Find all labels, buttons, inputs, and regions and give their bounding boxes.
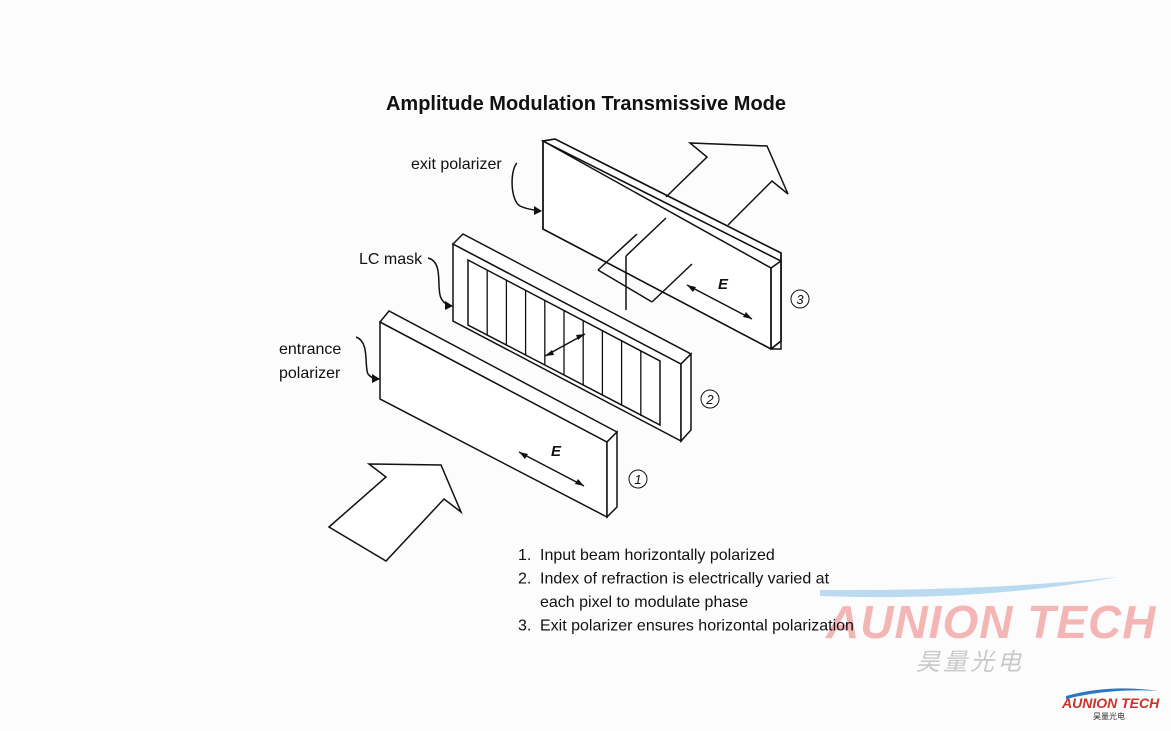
exit-polarizer-panel bbox=[540, 138, 782, 351]
label-entrance-line1: entrance bbox=[279, 341, 341, 358]
exit-beam-arrow bbox=[665, 142, 789, 226]
lc-mask-panel bbox=[451, 233, 693, 443]
e-field-arrow-exit bbox=[686, 284, 753, 320]
watermark: AUNION TECH 昊量光电 bbox=[820, 577, 1156, 676]
leader-lc bbox=[427, 257, 453, 307]
element-number-2: 2 bbox=[700, 389, 720, 409]
leader-exit bbox=[511, 162, 542, 212]
label-entrance-line2: polarizer bbox=[279, 365, 341, 382]
logo-cn: 昊量光电 bbox=[1093, 711, 1125, 721]
label-exit-polarizer: exit polarizer bbox=[411, 156, 502, 173]
element-number-1: 1 bbox=[628, 469, 648, 489]
note-text: each pixel to modulate phase bbox=[540, 594, 748, 611]
watermark-cn: 昊量光电 bbox=[916, 649, 1024, 676]
e-field-arrow-entrance bbox=[518, 451, 585, 487]
logo-swoosh bbox=[1066, 688, 1158, 699]
watermark-swoosh bbox=[820, 577, 1118, 598]
logo-brand: AUNION TECH bbox=[1061, 695, 1160, 711]
e-field-label-exit: E bbox=[718, 276, 729, 293]
note-text: Exit polarizer ensures horizontal polari… bbox=[540, 618, 854, 635]
element-number-3: 3 bbox=[790, 289, 810, 309]
leader-entrance bbox=[355, 336, 380, 380]
svg-text:3: 3 bbox=[796, 292, 804, 307]
note-number: 1. bbox=[518, 547, 531, 564]
lc-pixel-grid bbox=[486, 270, 642, 416]
entrance-beam-arrow bbox=[327, 463, 463, 562]
note-text: Input beam horizontally polarized bbox=[540, 547, 775, 564]
e-field-label-entrance: E bbox=[551, 443, 562, 460]
note-number: 3. bbox=[518, 618, 531, 635]
polarization-cross bbox=[597, 217, 693, 310]
svg-text:2: 2 bbox=[705, 392, 714, 407]
note-text: Index of refraction is electrically vari… bbox=[540, 571, 830, 588]
company-logo: AUNION TECH 昊量光电 bbox=[1061, 688, 1160, 721]
notes-list: 1. Input beam horizontally polarized 2. Ind… bbox=[518, 547, 854, 635]
svg-text:1: 1 bbox=[634, 472, 641, 487]
watermark-brand: AUNION TECH bbox=[825, 596, 1156, 648]
note-number: 2. bbox=[518, 571, 531, 588]
label-lc-mask: LC mask bbox=[359, 251, 423, 268]
diagram-title: Amplitude Modulation Transmissive Mode bbox=[386, 93, 786, 115]
